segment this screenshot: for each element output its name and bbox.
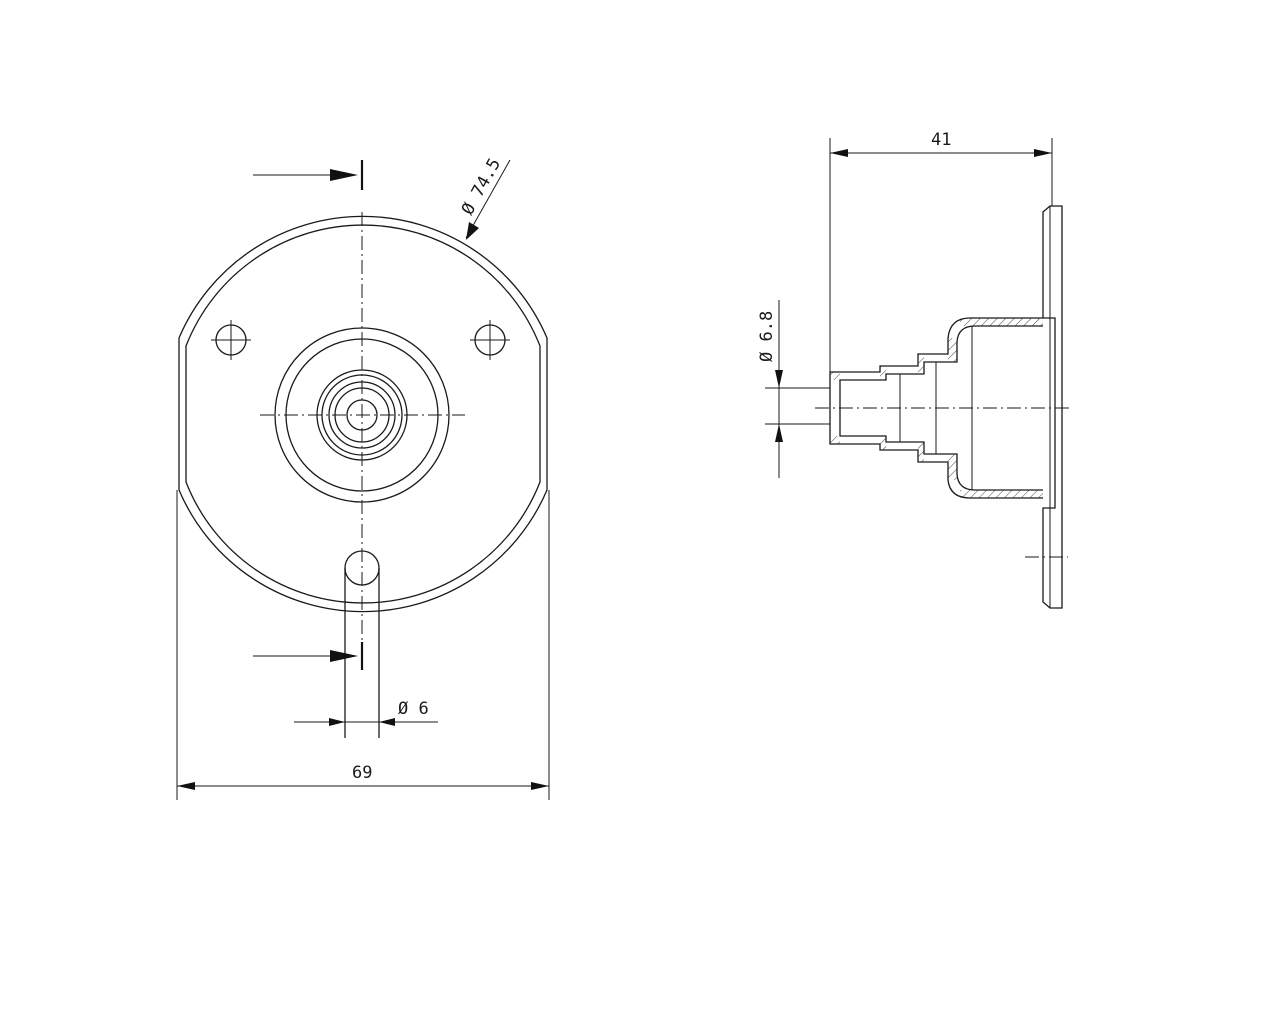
diameter-6-dimension: Ø 6 (294, 699, 438, 726)
side-view: 41 Ø 6.8 (757, 130, 1070, 609)
length-41-dimension: 41 (829, 130, 1053, 372)
width-69-label: 69 (352, 763, 372, 783)
section-marker-top (253, 160, 364, 190)
diameter-6-8-label: Ø 6.8 (757, 311, 777, 362)
flange-inner-outline (185, 224, 541, 604)
front-view: Ø 74.5 Ø 6 69 (176, 155, 550, 800)
diameter-6-8-dimension: Ø 6.8 (757, 300, 830, 478)
diameter-74-leader: Ø 74.5 (458, 155, 511, 240)
wall-hatch (830, 318, 1043, 498)
width-69-dimension: 69 (176, 490, 550, 800)
flange-outline (178, 215, 548, 613)
flange-plate (1042, 205, 1063, 609)
diameter-74-label: Ø 74.5 (458, 155, 505, 218)
diameter-6-label: Ø 6 (398, 699, 429, 719)
mounting-hole-right (470, 320, 510, 360)
mounting-hole-left (211, 320, 251, 360)
section-marker-bottom (253, 642, 364, 670)
length-41-label: 41 (931, 130, 951, 150)
housing-outer (829, 317, 1043, 499)
